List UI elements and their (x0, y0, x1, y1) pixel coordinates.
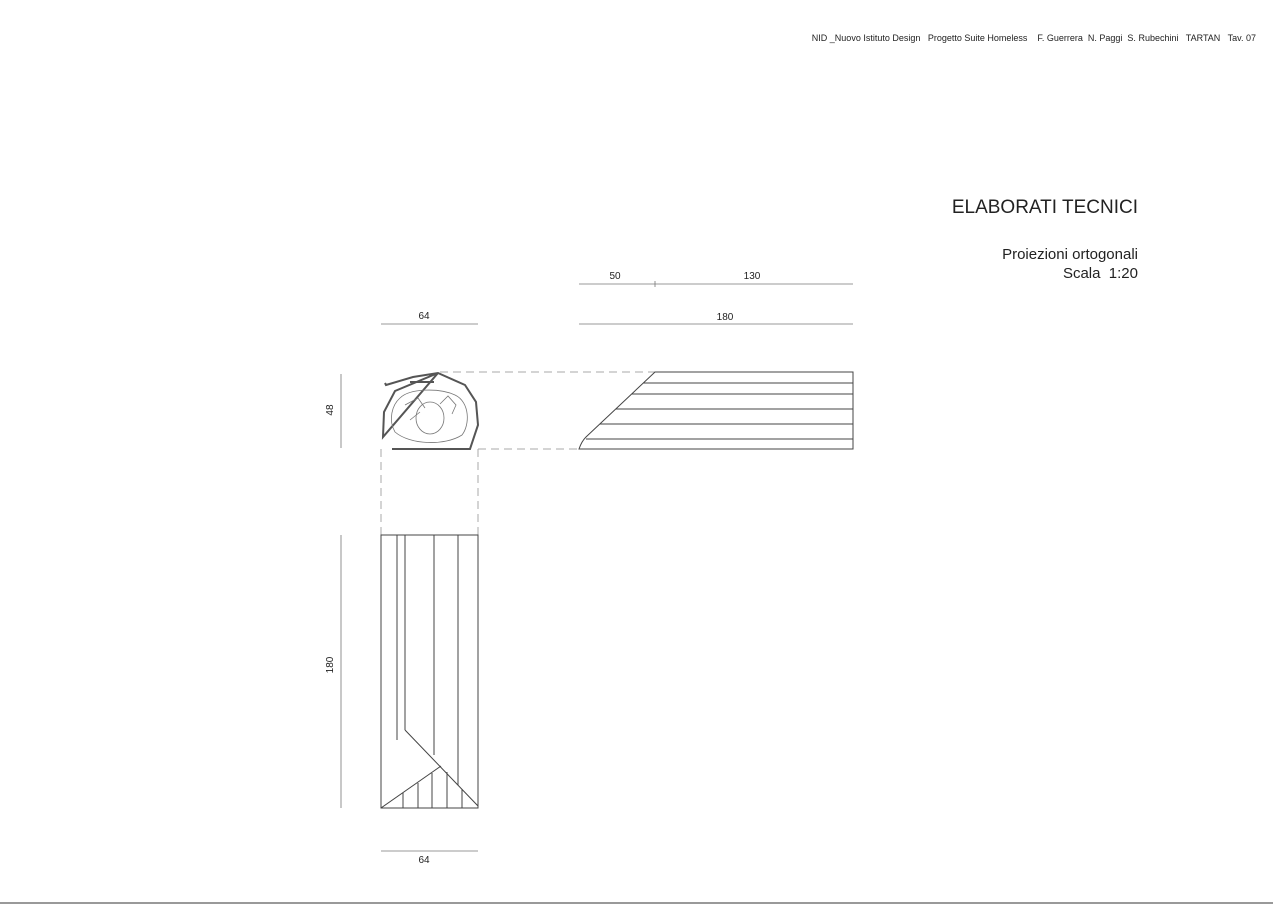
dimension-section-width: 64 (381, 311, 478, 325)
page-title: ELABORATI TECNICI (952, 197, 1138, 218)
dim-48: 48 (325, 404, 336, 416)
dim-64-top: 64 (418, 311, 430, 322)
dimension-side-length: 180 (579, 312, 853, 325)
header-credits: NID _Nuovo Istituto Design Progetto Suit… (812, 33, 1256, 43)
plan-view (380, 534, 479, 809)
projection-guides (380, 371, 655, 535)
dimension-plan-width: 64 (381, 850, 478, 866)
dim-64-bottom: 64 (418, 855, 430, 866)
dim-180-side: 180 (717, 312, 734, 323)
side-elevation-view (578, 371, 854, 450)
rolled-section-view (381, 371, 480, 450)
dim-50: 50 (609, 271, 621, 282)
dimension-plan-length: 180 (325, 535, 342, 808)
dimension-top-partial: 50 130 (579, 271, 853, 287)
scale-label: Scala 1:20 (1063, 265, 1138, 282)
dim-130: 130 (744, 271, 761, 282)
subtitle: Proiezioni ortogonali (1002, 246, 1138, 263)
dimension-section-height: 48 (325, 374, 342, 448)
dim-180-plan: 180 (325, 656, 336, 673)
